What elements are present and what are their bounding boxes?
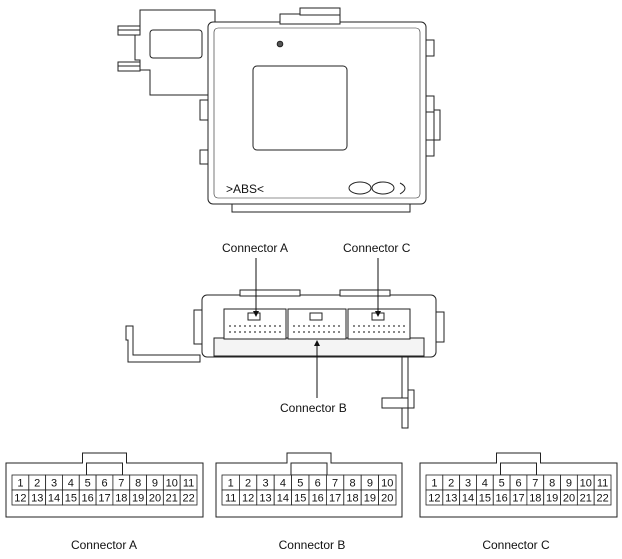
pin-number: 14 — [48, 493, 60, 505]
pin-number: 22 — [182, 493, 194, 505]
pin-number: 10 — [166, 478, 178, 490]
pin-number: 12 — [428, 493, 440, 505]
connector-a-port-pins — [229, 325, 281, 333]
pin-number: 3 — [51, 478, 57, 490]
pin-number: 10 — [580, 478, 592, 490]
pin-number: 20 — [563, 493, 575, 505]
brand-logo-left — [348, 181, 372, 195]
pin-cell — [179, 489, 198, 506]
front-port-pins — [229, 325, 405, 333]
callout-leaders — [253, 258, 381, 398]
pin-number: 3 — [262, 478, 268, 490]
brand-logo-right — [399, 182, 406, 195]
pinout-key — [500, 462, 537, 476]
pin-number: 4 — [280, 478, 286, 490]
pin-number: 11 — [183, 478, 194, 490]
pin-number: 17 — [329, 493, 341, 505]
pin-number: 15 — [65, 493, 77, 505]
pin-number: 2 — [448, 478, 454, 490]
pin-number: 1 — [17, 478, 23, 490]
pin-number: 14 — [277, 493, 289, 505]
pin-number: 12 — [242, 493, 254, 505]
caption-connector-a: Connector A — [70, 538, 138, 552]
abs-mark: >ABS< — [226, 182, 264, 196]
bracket-slot — [149, 29, 203, 59]
pin-cell — [378, 489, 397, 506]
pin-number: 19 — [546, 493, 558, 505]
callout-connector-a: Connector A — [222, 241, 288, 255]
pin-number: 9 — [152, 478, 158, 490]
pin-number: 20 — [149, 493, 161, 505]
pin-number: 17 — [512, 493, 524, 505]
pin-number: 4 — [482, 478, 488, 490]
pin-number: 15 — [479, 493, 491, 505]
pin-number: 13 — [259, 493, 271, 505]
module-status-dot — [276, 40, 284, 48]
pin-number: 19 — [364, 493, 376, 505]
pin-number: 5 — [85, 478, 91, 490]
pin-number: 8 — [549, 478, 555, 490]
pin-number: 11 — [597, 478, 608, 490]
pin-number: 18 — [529, 493, 541, 505]
pin-number: 6 — [515, 478, 521, 490]
pin-number: 6 — [315, 478, 321, 490]
pin-number: 18 — [115, 493, 127, 505]
module-label-window — [252, 65, 348, 151]
caption-connector-b: Connector B — [278, 538, 346, 552]
pin-number: 7 — [118, 478, 124, 490]
caption-connector-c: Connector C — [482, 538, 550, 552]
pin-number: 10 — [381, 478, 393, 490]
pin-number: 8 — [349, 478, 355, 490]
connector-c-port-pins — [353, 325, 405, 333]
brand-logo-middle — [371, 181, 395, 195]
pin-number: 8 — [135, 478, 141, 490]
connector-b-port-pins — [293, 325, 340, 333]
pin-number: 9 — [367, 478, 373, 490]
pinout-key — [86, 462, 123, 476]
pinout-key — [290, 462, 328, 476]
pin-number: 1 — [228, 478, 234, 490]
pin-number: 2 — [245, 478, 251, 490]
pin-number: 21 — [166, 493, 178, 505]
pin-number: 14 — [462, 493, 474, 505]
pin-number: 12 — [14, 493, 26, 505]
pin-number: 2 — [34, 478, 40, 490]
callout-connector-b: Connector B — [280, 401, 347, 415]
pin-number: 15 — [294, 493, 306, 505]
pin-number: 22 — [596, 493, 608, 505]
pin-number: 18 — [346, 493, 358, 505]
module-body-inner-edge — [213, 27, 421, 199]
abs-module-top-view — [117, 7, 441, 213]
pin-number: 7 — [332, 478, 338, 490]
pin-number: 7 — [532, 478, 538, 490]
pin-number: 19 — [132, 493, 144, 505]
pin-number: 20 — [381, 493, 393, 505]
pin-number: 4 — [68, 478, 74, 490]
pin-number: 6 — [101, 478, 107, 490]
pin-number: 21 — [580, 493, 592, 505]
pin-number: 13 — [31, 493, 43, 505]
pin-number: 16 — [312, 493, 324, 505]
pin-number: 13 — [445, 493, 457, 505]
pin-number: 5 — [297, 478, 303, 490]
connector-c-port — [347, 308, 411, 340]
callout-connector-c: Connector C — [343, 241, 411, 255]
pin-number: 3 — [465, 478, 471, 490]
pin-number: 17 — [98, 493, 110, 505]
pin-number: 11 — [225, 493, 236, 505]
pin-cell — [593, 489, 612, 506]
pin-number: 9 — [566, 478, 572, 490]
pin-number: 16 — [496, 493, 508, 505]
pin-number: 16 — [82, 493, 94, 505]
pin-number: 1 — [431, 478, 437, 490]
pin-number: 5 — [499, 478, 505, 490]
